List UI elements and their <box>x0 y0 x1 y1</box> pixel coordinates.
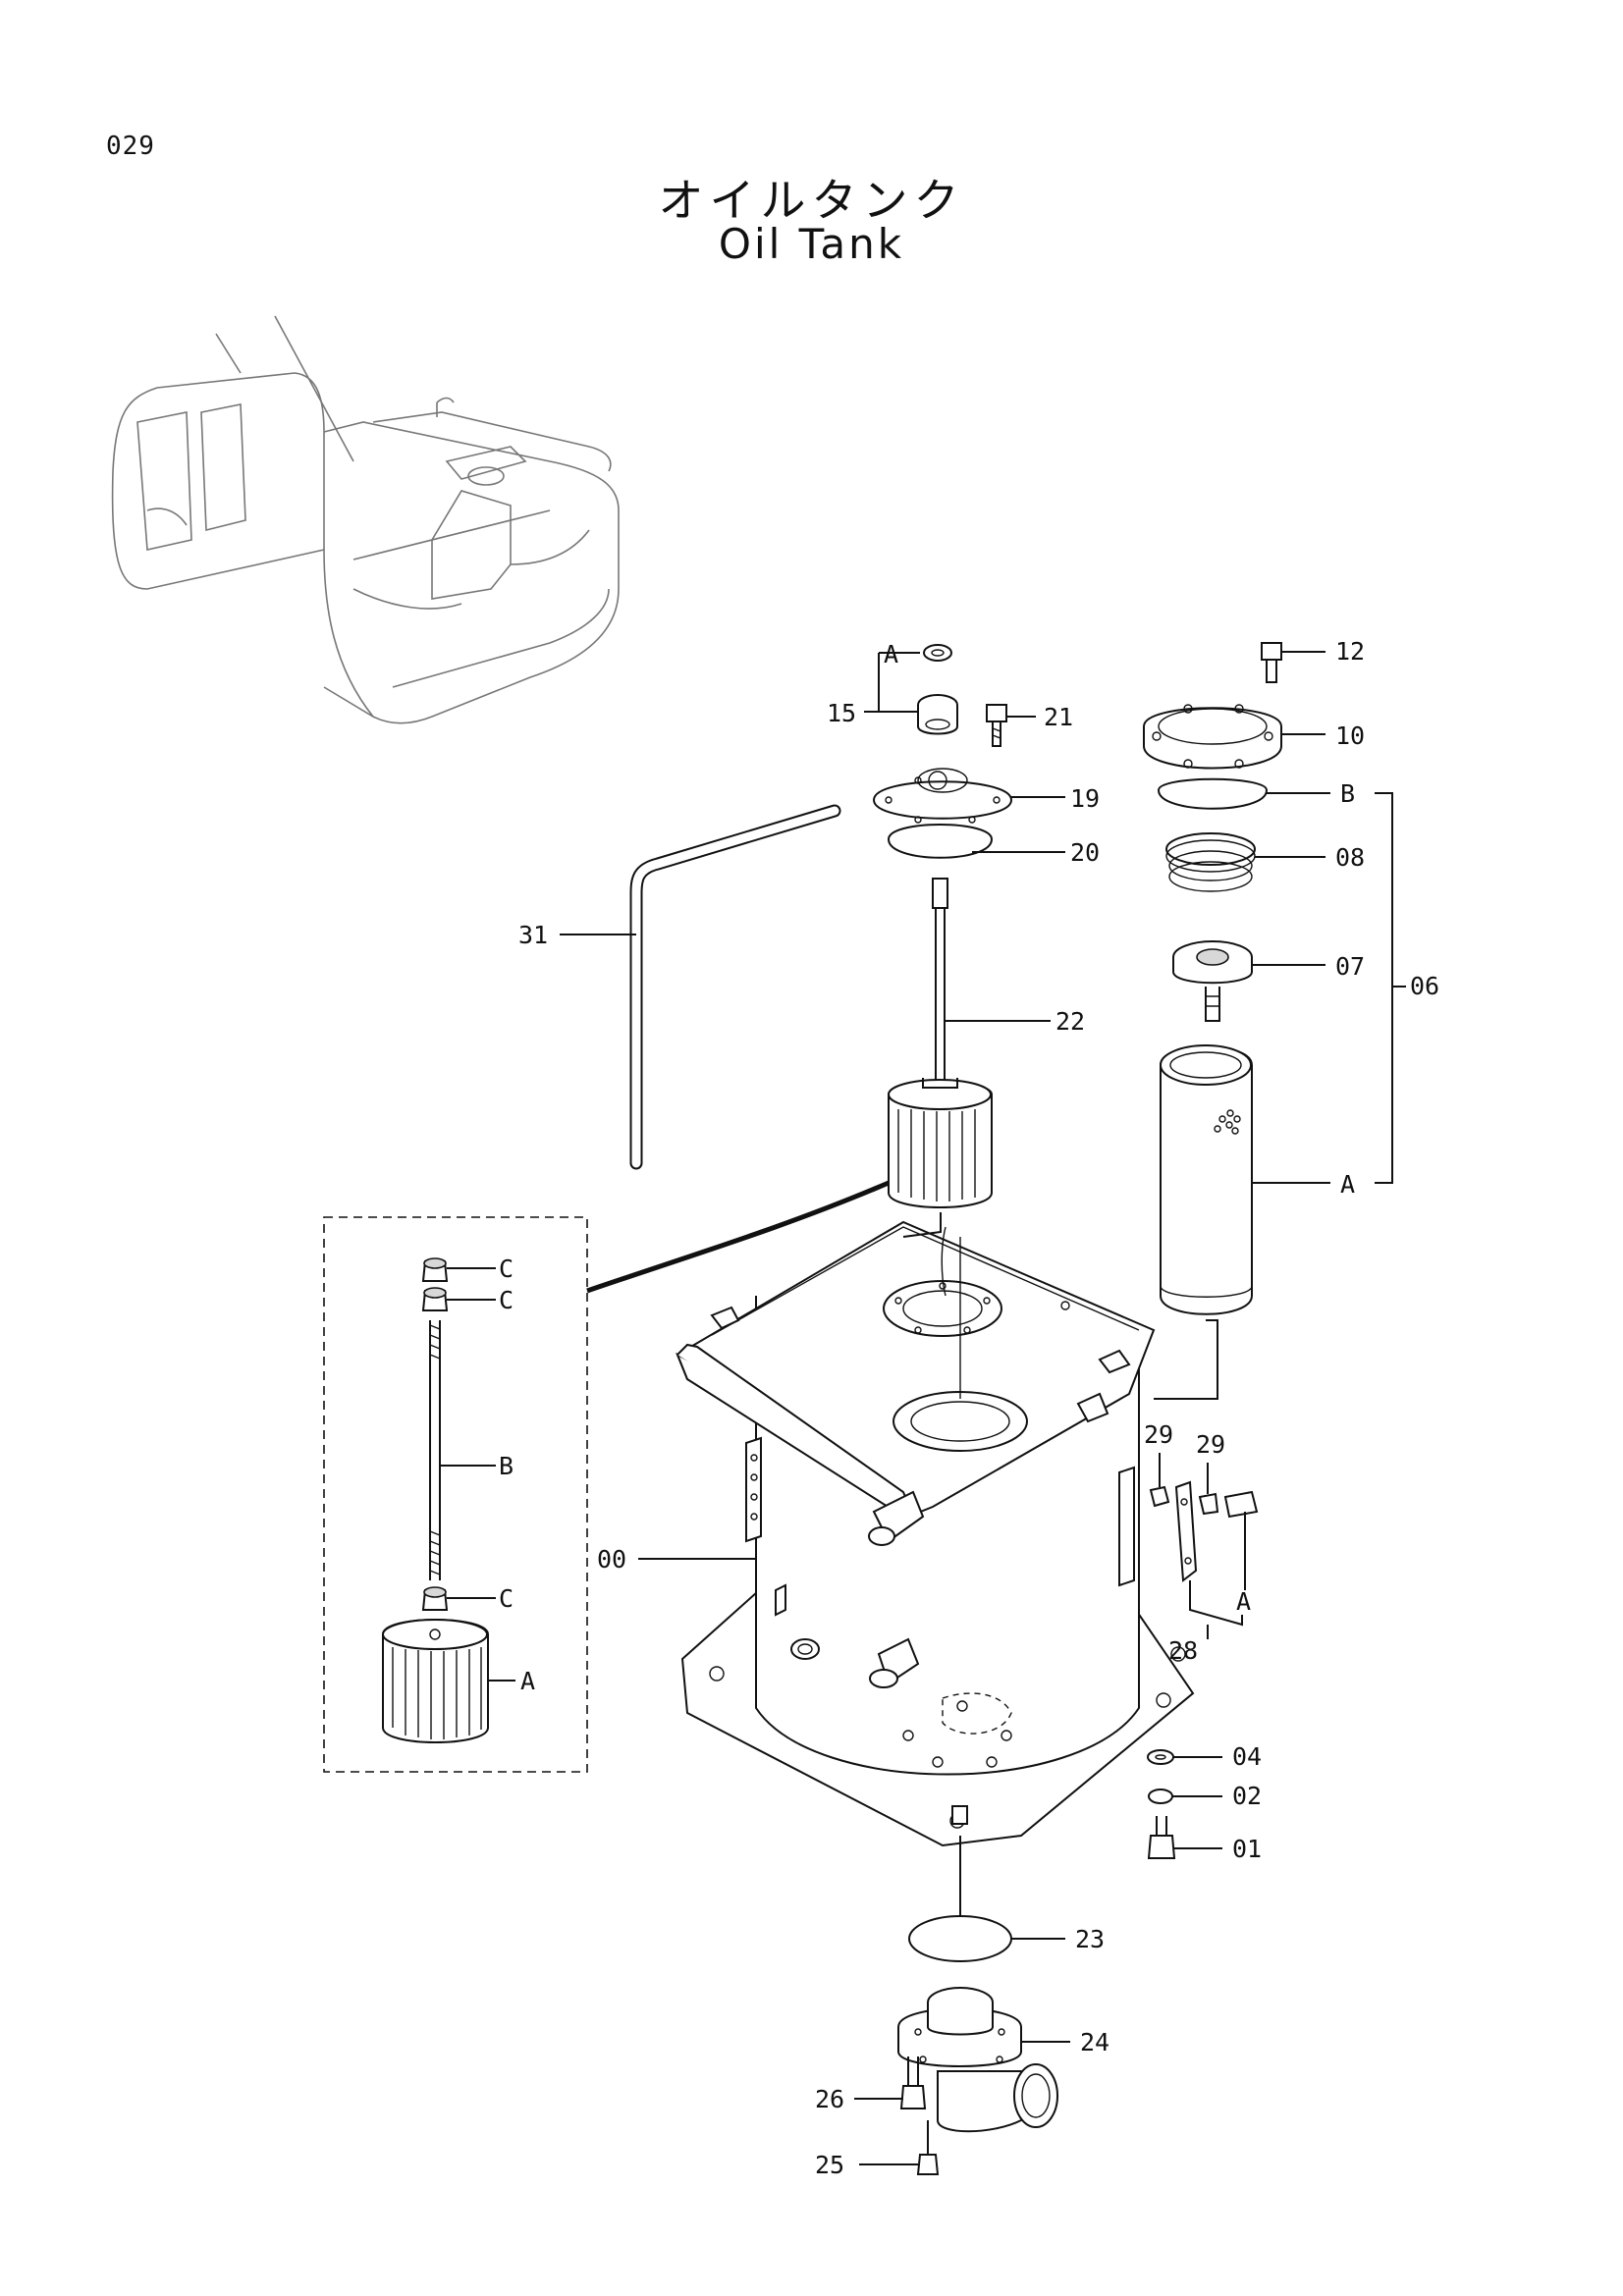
page-title-japanese: オイルタンク <box>658 174 965 227</box>
part-19-cover <box>872 768 1065 824</box>
strainer-element <box>888 1078 993 1208</box>
callout-24: 24 <box>1080 2028 1109 2056</box>
letter-b-cap: B <box>1340 779 1355 808</box>
part-22-rod <box>932 878 1051 1090</box>
page-title-english: Oil Tank <box>718 220 905 268</box>
callout-26: 26 <box>815 2085 844 2113</box>
callout-29-left: 29 <box>1144 1420 1173 1449</box>
letter-c-1: C <box>499 1255 514 1283</box>
part-04-washer <box>1147 1749 1222 1765</box>
part-26-bolt <box>854 2056 927 2109</box>
letter-a-detail: A <box>520 1667 535 1695</box>
excavator-location-illustration <box>111 315 620 724</box>
part-23-gasket <box>908 1915 1065 1962</box>
callout-07: 07 <box>1335 952 1365 981</box>
part-31-tube <box>560 804 841 1170</box>
part-12-bolt <box>1261 642 1325 683</box>
drain-plug <box>951 1805 968 1919</box>
return-filter-element <box>1160 1044 1330 1315</box>
letter-a-bracket: A <box>1236 1587 1251 1616</box>
part-29-nut-right <box>1198 1463 1259 1590</box>
letter-c-2: C <box>499 1286 514 1314</box>
part-07-valve <box>1172 940 1325 1022</box>
callout-19: 19 <box>1070 784 1100 813</box>
part-20-gasket <box>887 824 1065 859</box>
callout-31: 31 <box>518 921 548 949</box>
callout-23: 23 <box>1075 1925 1105 1953</box>
part-25-drain-plug <box>859 2120 940 2175</box>
callout-25: 25 <box>815 2151 844 2179</box>
callout-00: 00 <box>597 1545 626 1574</box>
strainer-detail-box <box>323 1180 890 1773</box>
callout-02: 02 <box>1232 1782 1262 1810</box>
part-24-suction-elbow <box>897 1987 1070 2133</box>
callout-20: 20 <box>1070 838 1100 867</box>
letter-c-3: C <box>499 1584 514 1613</box>
part-02-lock-washer <box>1148 1789 1222 1804</box>
callout-08: 08 <box>1335 843 1365 872</box>
page-code: 029 <box>106 132 155 161</box>
part-00-oil-tank <box>638 1212 1218 1847</box>
letter-b-detail: B <box>499 1452 514 1480</box>
letter-a-filter: A <box>1340 1170 1355 1199</box>
bracket-06 <box>1375 792 1393 1184</box>
part-01-bolt <box>1147 1816 1222 1859</box>
part-10-cover <box>1143 704 1325 770</box>
callout-10: 10 <box>1335 721 1365 750</box>
part-21-bolt <box>986 704 1036 747</box>
callout-22: 22 <box>1055 1007 1085 1036</box>
callout-29-right: 29 <box>1196 1430 1225 1459</box>
callout-28: 28 <box>1168 1636 1198 1665</box>
callout-15: 15 <box>827 699 856 727</box>
part-28-bracket <box>1174 1480 1243 1639</box>
callout-21: 21 <box>1044 703 1073 731</box>
part-15-breather-cap <box>864 644 958 735</box>
callout-06: 06 <box>1410 972 1439 1000</box>
part-08-spring <box>1165 832 1325 892</box>
part-29-nut-left <box>1149 1453 1170 1508</box>
callout-12: 12 <box>1335 637 1365 666</box>
callout-04: 04 <box>1232 1742 1262 1771</box>
callout-01: 01 <box>1232 1835 1262 1863</box>
gasket-b <box>1157 777 1330 810</box>
letter-a-top: A <box>884 640 898 668</box>
